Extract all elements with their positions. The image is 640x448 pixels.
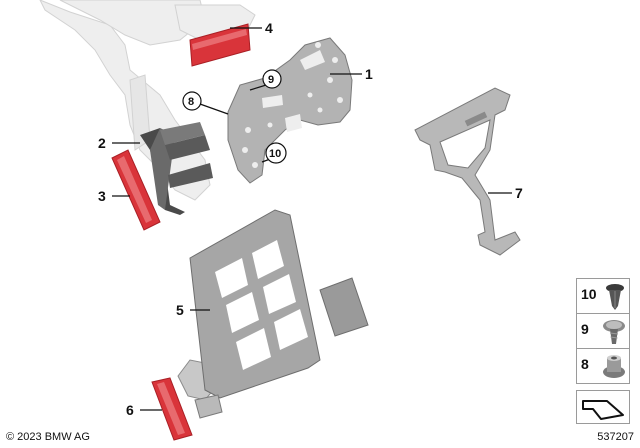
reflector-top — [189, 23, 251, 67]
plate-carrier — [177, 209, 369, 419]
legend-item-10: 10 — [576, 278, 630, 314]
callout-3: 3 — [98, 188, 106, 204]
license-plate-bracket — [227, 37, 353, 184]
callout-4: 4 — [265, 20, 273, 36]
callout-5: 5 — [176, 302, 184, 318]
bracket-reference-icon — [582, 400, 624, 420]
callout-1: 1 — [365, 66, 373, 82]
reflector-bottom — [151, 377, 193, 441]
expanding-rivet-icon — [606, 284, 624, 310]
callout-10-circle: 10 — [265, 142, 287, 164]
ghost-rear-frame — [39, 0, 256, 201]
legend-item-9: 9 — [576, 313, 630, 349]
callout-8: 8 — [188, 96, 194, 108]
legend-number-9: 9 — [581, 321, 589, 337]
callout-10: 10 — [269, 148, 281, 160]
callout-8-circle: 8 — [182, 91, 202, 111]
callout-9: 9 — [268, 74, 274, 86]
callout-6: 6 — [126, 402, 134, 418]
legend-item-reference — [576, 390, 630, 424]
callout-9-circle: 9 — [262, 69, 282, 89]
copyright-text: © 2023 BMW AG — [6, 431, 90, 443]
clip-nut-icon — [603, 355, 625, 378]
callout-2: 2 — [98, 135, 106, 151]
reflector-holder — [140, 122, 213, 215]
legend-number-8: 8 — [581, 356, 589, 372]
callout-7: 7 — [515, 185, 523, 201]
legend-number-10: 10 — [581, 286, 597, 302]
diagram-number: 537207 — [597, 431, 634, 443]
legend-item-8: 8 — [576, 348, 630, 384]
bracket-right — [414, 87, 521, 256]
reflector-left — [111, 149, 161, 231]
screw-icon — [603, 320, 625, 344]
